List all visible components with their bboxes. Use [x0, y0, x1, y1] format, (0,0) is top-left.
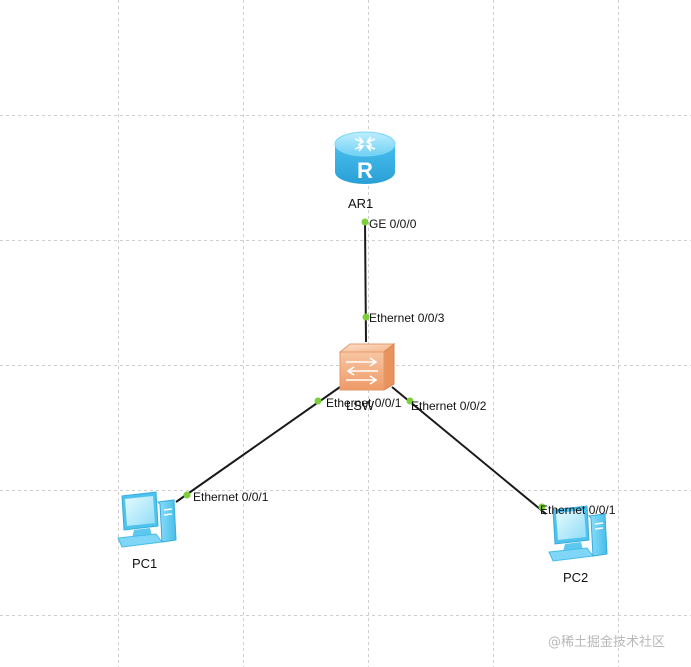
link-ar1-lsw [364, 221, 367, 343]
port-dot-lsw-e001 [314, 397, 322, 405]
router-ar1-name: AR1 [348, 196, 374, 211]
pc-icon [117, 491, 177, 548]
pc1[interactable] [112, 488, 182, 552]
port-dot-lsw-e003 [362, 313, 370, 321]
router-ar1-port-label: GE 0/0/0 [369, 217, 417, 231]
router-ar1[interactable]: R [333, 128, 397, 188]
pc2-port-label: Ethernet 0/0/1 [540, 503, 616, 517]
switch-lsw-port-left-label: Ethernet 0/0/1 [326, 396, 402, 410]
pc1-name: PC1 [132, 556, 158, 571]
switch-lsw[interactable] [336, 340, 398, 392]
port-dot-pc2-e001 [538, 503, 546, 511]
port-dot-pc1-e001 [183, 491, 191, 499]
watermark-text: @稀土掘金技术社区 [548, 635, 666, 650]
link-lsw-pc2 [391, 386, 547, 515]
switch-lsw-port-up-label: Ethernet 0/0/3 [369, 311, 445, 325]
switch-icon [338, 342, 396, 391]
switch-lsw-name: LSW [346, 398, 375, 413]
pc1-port-label: Ethernet 0/0/1 [193, 490, 269, 504]
pc2[interactable] [543, 502, 613, 566]
port-dot-lsw-e002 [406, 397, 414, 405]
pc2-name: PC2 [563, 570, 589, 585]
link-lsw-pc1 [175, 386, 341, 503]
pc-icon [548, 505, 608, 562]
svg-text:R: R [357, 158, 373, 183]
router-icon: R [334, 131, 396, 184]
switch-lsw-port-right-label: Ethernet 0/0/2 [411, 399, 487, 413]
port-dot-ar1-ge000 [361, 218, 369, 226]
